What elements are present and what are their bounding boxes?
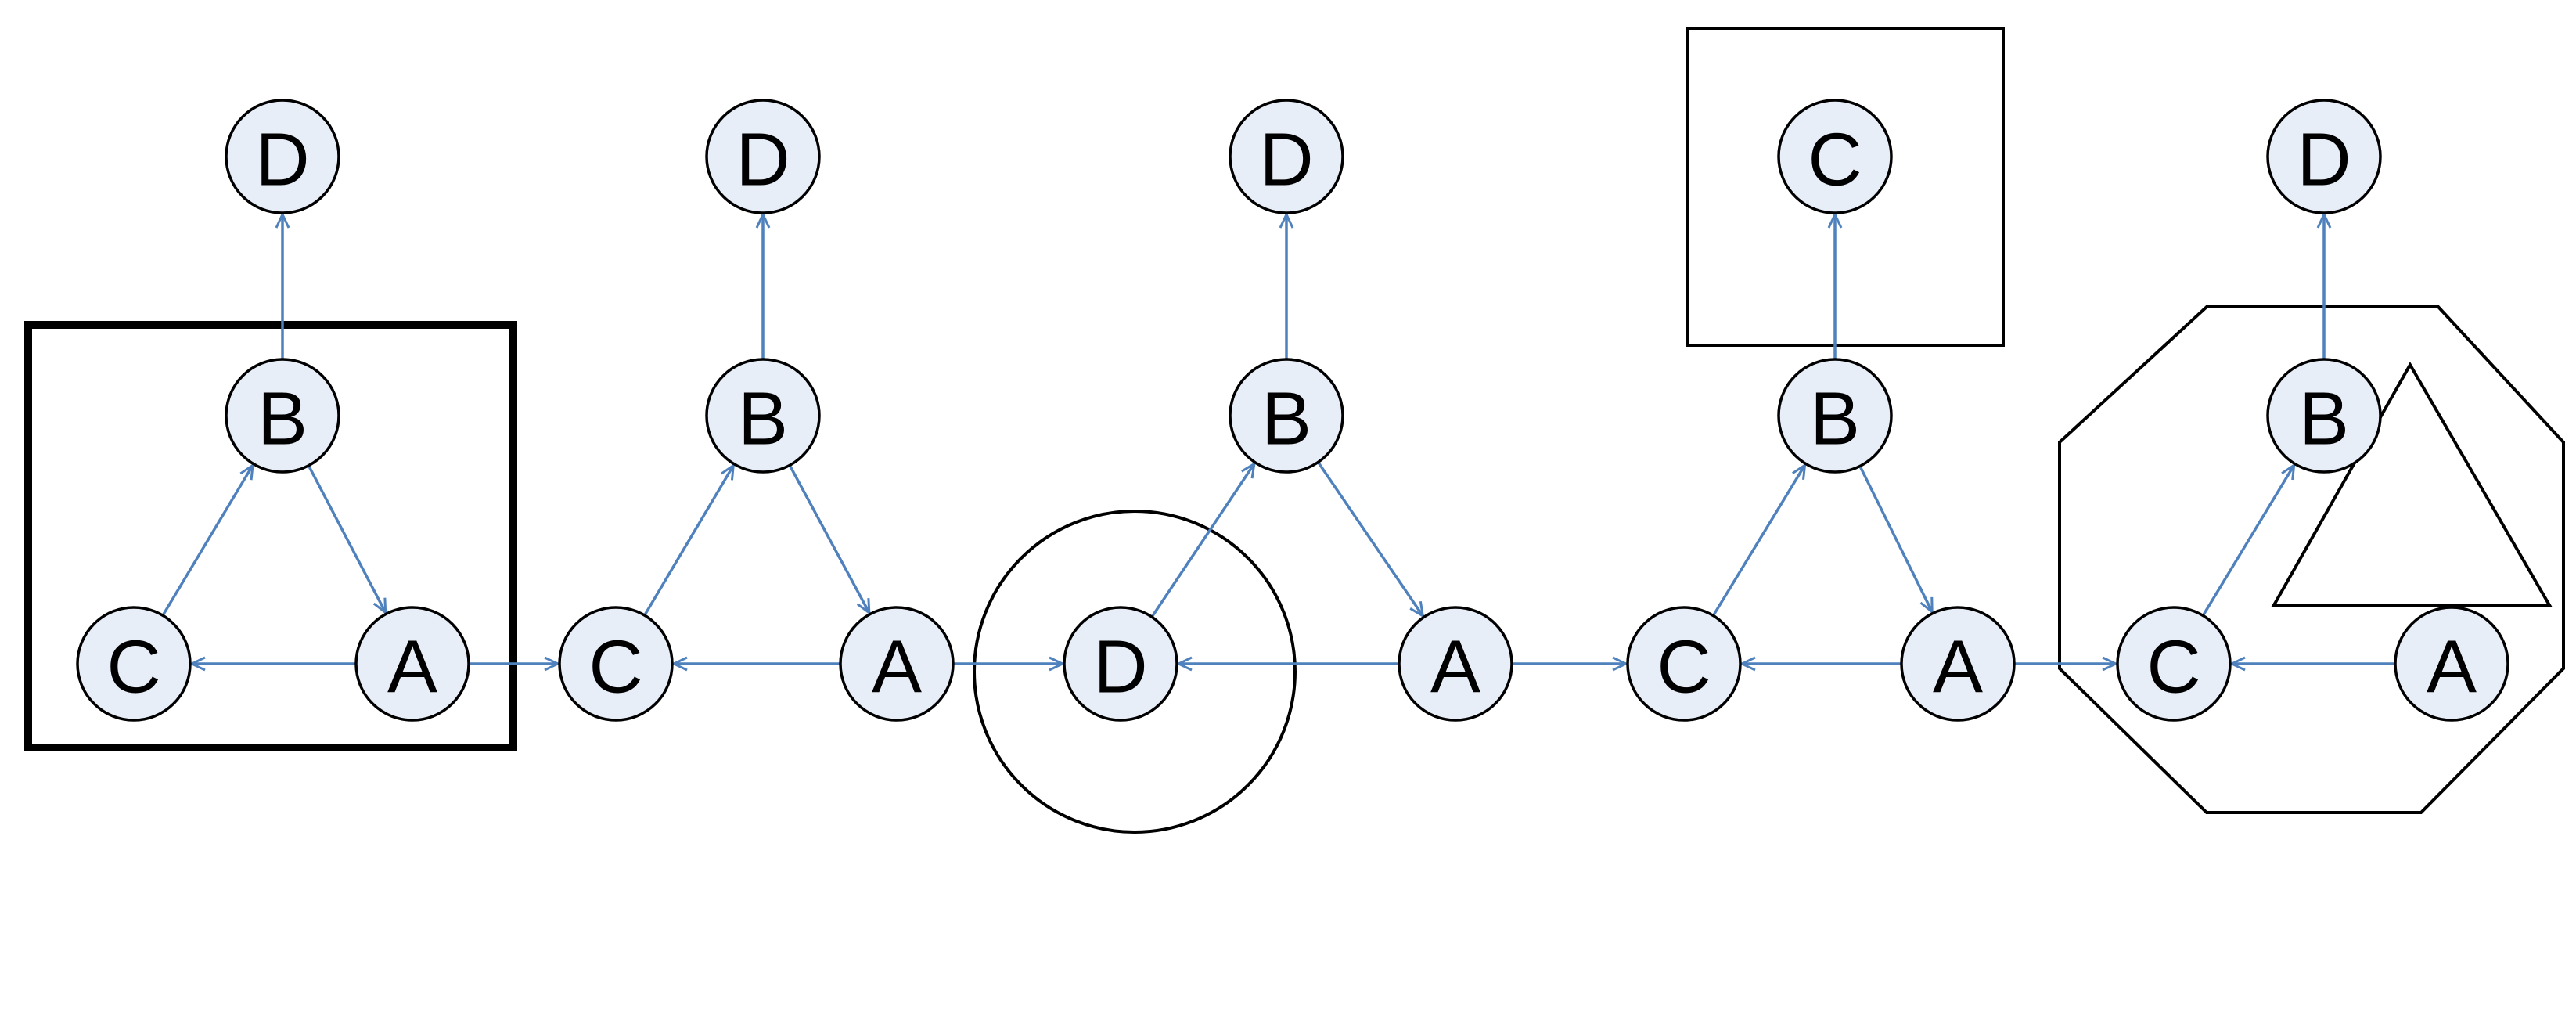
node-g3-top: D <box>1229 99 1344 214</box>
node-g2-right: A <box>839 606 955 722</box>
node-g1-left: C <box>76 606 192 722</box>
node-label: B <box>1261 377 1311 461</box>
node-label: D <box>255 118 309 202</box>
node-label: A <box>387 625 437 709</box>
node-g5-top: D <box>2266 99 2382 214</box>
frame-square-thick <box>24 321 517 751</box>
edge-g5-left-to-g5-mid <box>2201 465 2294 617</box>
node-label: B <box>257 377 308 461</box>
node-label: A <box>1430 625 1480 709</box>
node-circle <box>354 606 470 722</box>
node-g5-mid: B <box>2266 358 2382 474</box>
node-circle <box>558 606 674 722</box>
node-circle <box>76 606 192 722</box>
edge-arrow <box>1317 461 1423 616</box>
node-label: B <box>2299 377 2349 461</box>
node-circle <box>2266 358 2382 474</box>
node-label: C <box>2146 625 2200 709</box>
node-circle <box>1229 99 1344 214</box>
node-g3-right: A <box>1398 606 1513 722</box>
edge-g3-left-to-g3-mid <box>1150 464 1254 618</box>
node-g1-top: D <box>225 99 340 214</box>
node-g1-right: A <box>354 606 470 722</box>
node-label: D <box>2297 118 2351 202</box>
node-circle <box>839 606 955 722</box>
node-g2-top: D <box>705 99 821 214</box>
node-label: A <box>872 625 922 709</box>
node-label: D <box>1093 625 1147 709</box>
node-g5-right: A <box>2394 606 2509 722</box>
node-label: D <box>736 118 790 202</box>
edge-arrow <box>1858 465 1934 612</box>
edge-arrow <box>307 464 385 613</box>
node-circle <box>1229 358 1344 474</box>
node-label: A <box>1933 625 1983 709</box>
edge-arrow <box>161 465 253 617</box>
node-label: C <box>106 625 160 709</box>
node-label: C <box>1808 118 1862 202</box>
node-circle <box>705 99 821 214</box>
node-label: B <box>738 377 788 461</box>
frame-circle <box>973 510 1297 834</box>
node-label: A <box>2427 625 2477 709</box>
node-g2-left: C <box>558 606 674 722</box>
node-circle <box>1900 606 2016 722</box>
node-g4-mid: B <box>1777 358 1893 474</box>
edge-g3-mid-to-g3-right <box>1317 461 1423 616</box>
node-circle <box>225 99 340 214</box>
node-circle <box>1777 358 1893 474</box>
node-g3-mid: B <box>1229 358 1344 474</box>
node-circle <box>1626 606 1742 722</box>
edge-g2-left-to-g2-mid <box>643 466 734 616</box>
node-circle <box>225 358 340 474</box>
node-g4-left: C <box>1626 606 1742 722</box>
node-circle <box>1777 99 1893 214</box>
node-g3-left: D <box>1063 606 1178 722</box>
frame-square <box>1686 27 2005 347</box>
edge-arrow <box>1711 465 1804 617</box>
node-g1-mid: B <box>225 358 340 474</box>
node-circle <box>2266 99 2382 214</box>
node-label: D <box>1259 118 1313 202</box>
node-circle <box>1063 606 1178 722</box>
node-circle <box>2394 606 2509 722</box>
node-g5-left: C <box>2116 606 2232 722</box>
frame-triangle <box>2271 361 2553 607</box>
node-g2-mid: B <box>705 358 821 474</box>
edge-arrow <box>643 466 734 616</box>
node-label: C <box>1657 625 1711 709</box>
node-g4-top: C <box>1777 99 1893 214</box>
node-circle <box>1398 606 1513 722</box>
edge-g4-left-to-g4-mid <box>1711 465 1804 617</box>
node-circle <box>2116 606 2232 722</box>
edge-arrow <box>2201 465 2294 617</box>
edge-g1-mid-to-g1-right <box>307 464 385 613</box>
edge-arrow <box>1150 464 1254 618</box>
frame-octagon <box>2058 305 2565 814</box>
node-circle <box>705 358 821 474</box>
edge-g2-mid-to-g2-right <box>788 464 869 613</box>
edge-arrow <box>788 464 869 613</box>
node-g4-right: A <box>1900 606 2016 722</box>
node-label: C <box>588 625 642 709</box>
edge-g1-left-to-g1-mid <box>161 465 253 617</box>
node-label: B <box>1810 377 1860 461</box>
edge-g4-mid-to-g4-right <box>1858 465 1934 612</box>
